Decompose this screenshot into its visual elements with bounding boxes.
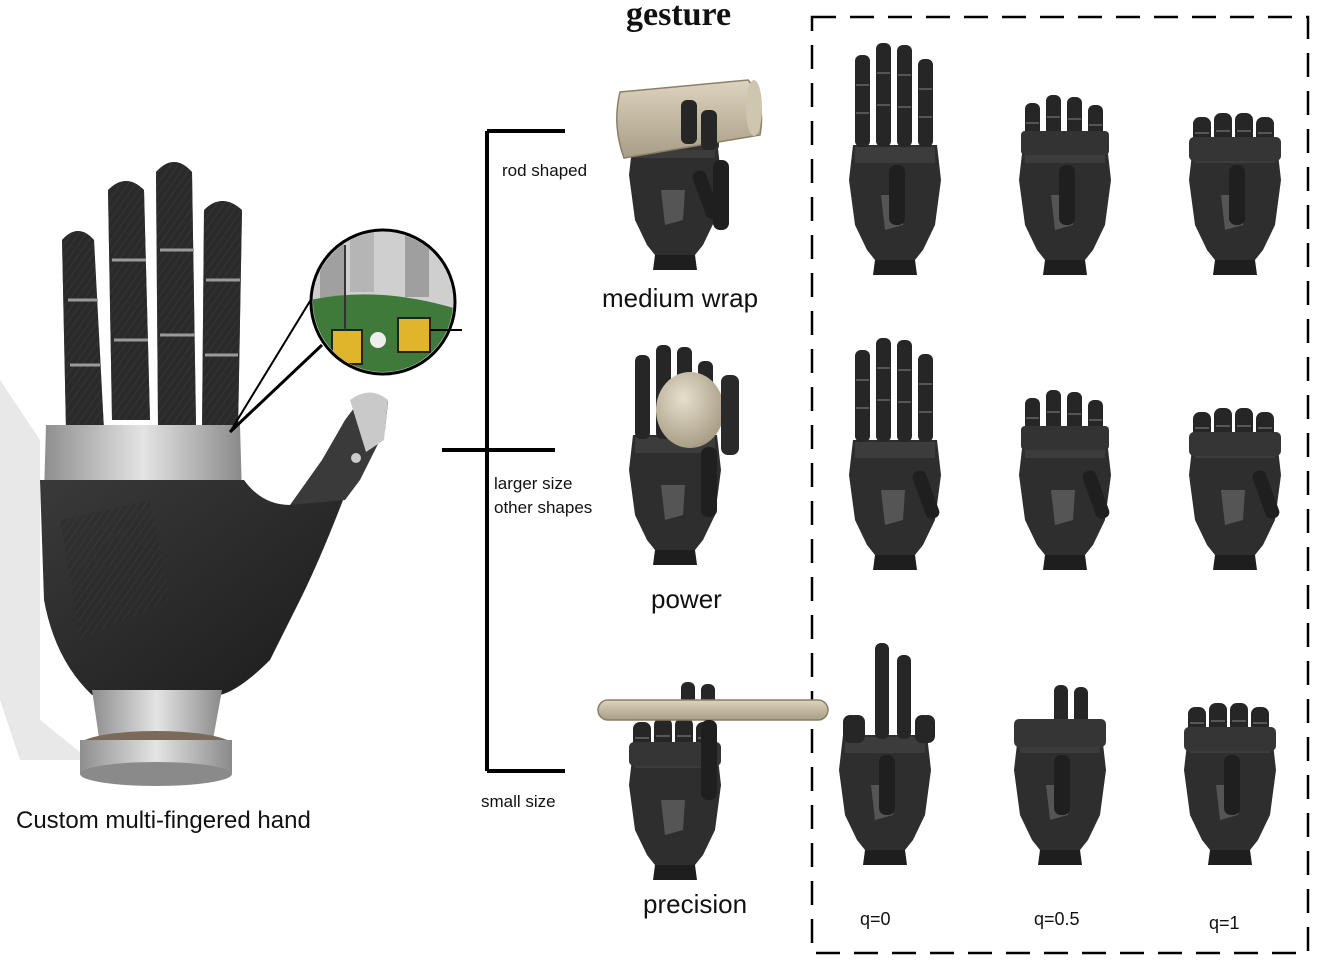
diagram-title: gesture <box>626 0 732 33</box>
category-other-shapes: other shapes <box>494 498 593 517</box>
q-label-0: q=0 <box>860 909 891 929</box>
hand-caption: Custom multi-fingered hand <box>16 807 311 834</box>
classification-bracket <box>442 129 565 773</box>
precision-q1-hand <box>1183 702 1277 865</box>
category-larger-size: larger size <box>494 474 573 493</box>
q-label-1: q=1 <box>1209 913 1240 933</box>
category-rod-shaped: rod shaped <box>502 161 588 180</box>
power-q05-hand <box>1019 389 1112 570</box>
gesture-label-medium-wrap: medium wrap <box>602 283 759 313</box>
power-q1-hand <box>1188 407 1282 570</box>
gesture-label-precision: precision <box>643 889 748 919</box>
category-small-size: small size <box>481 792 556 811</box>
precision-q0-hand <box>839 643 935 865</box>
medium-wrap-q05-hand <box>1019 94 1111 275</box>
q-label-0-5: q=0.5 <box>1034 909 1080 929</box>
inset-zoom-circle <box>228 228 462 434</box>
custom-hand-illustration <box>0 162 388 786</box>
gesture-comparison-box <box>810 15 1310 955</box>
rod-object <box>597 699 829 721</box>
medium-wrap-q1-hand <box>1188 112 1282 275</box>
power-q0-hand <box>849 337 942 570</box>
sphere-object <box>656 372 724 448</box>
gesture-label-power: power <box>651 584 722 614</box>
medium-wrap-q0-hand <box>849 42 941 275</box>
precision-q05-hand <box>1014 685 1106 865</box>
